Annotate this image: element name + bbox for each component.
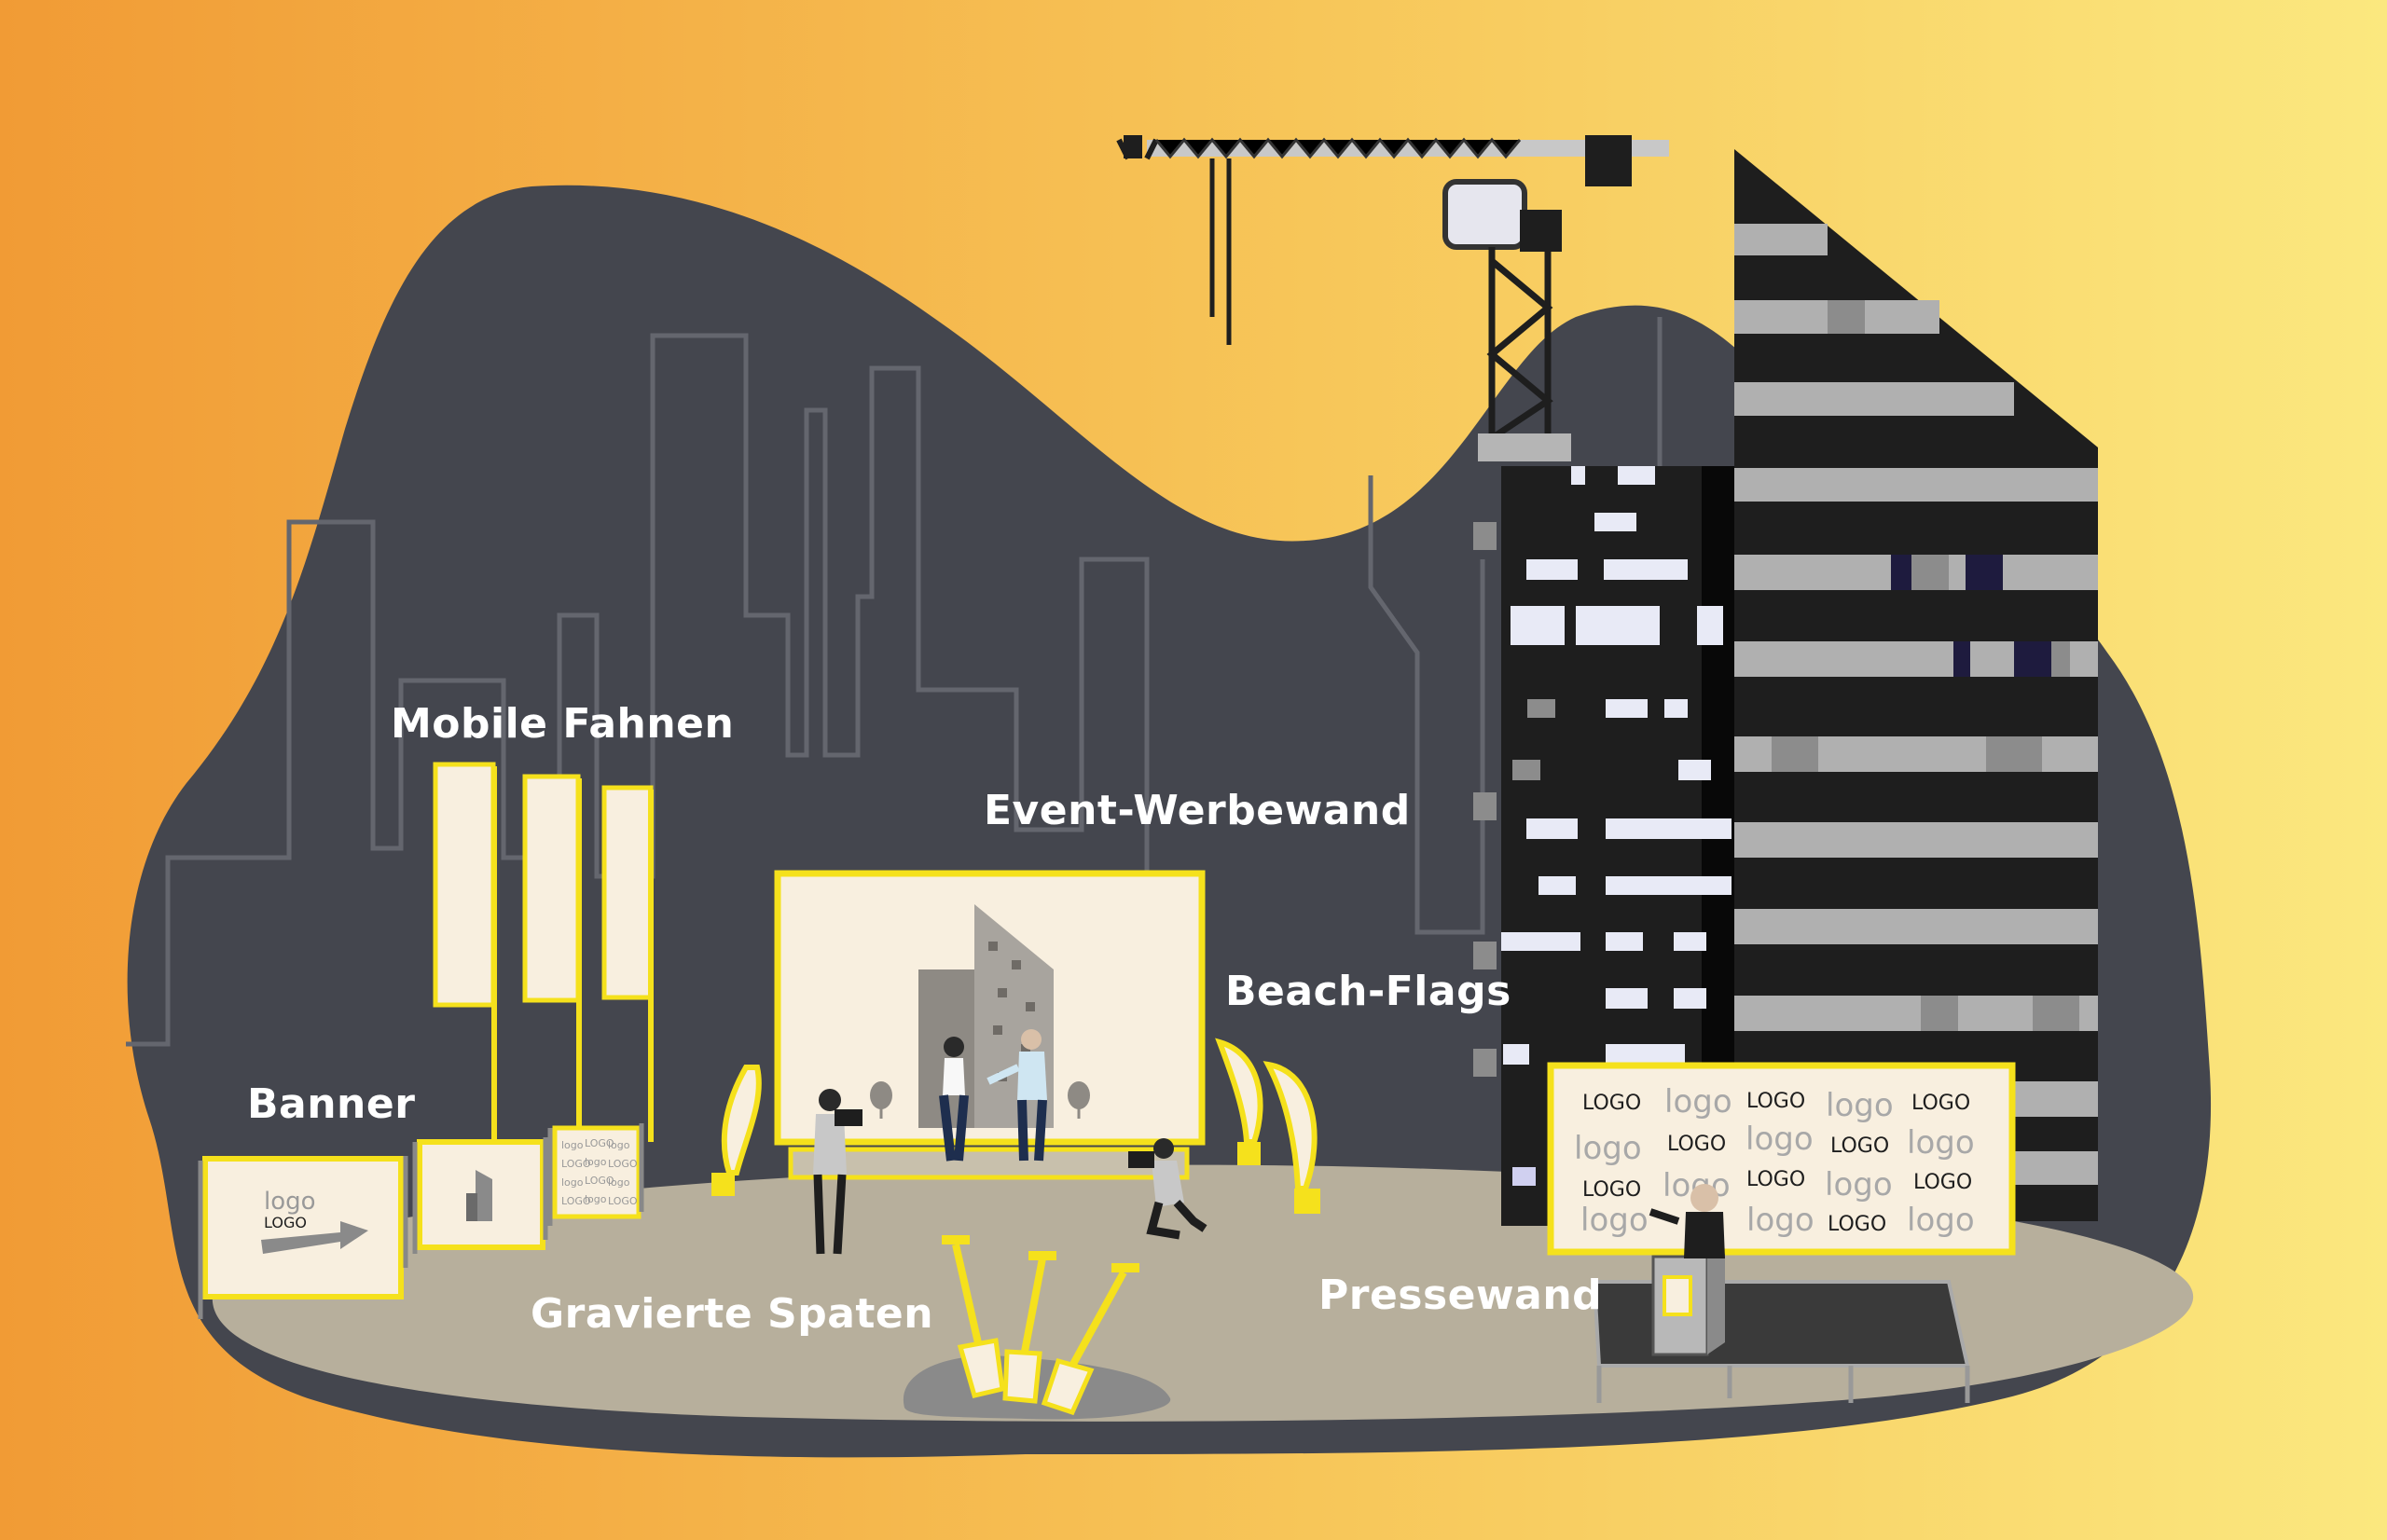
press-logo-text: LOGO	[1911, 1092, 1970, 1115]
banner-logo-text: logo	[608, 1139, 630, 1151]
press-logo-text: LOGO	[1667, 1133, 1726, 1156]
banner-logo-text: logo	[561, 1139, 584, 1151]
press-logo-text: LOGO	[1746, 1168, 1805, 1191]
crane	[1116, 135, 1669, 461]
press-logo-text: logo	[1746, 1202, 1814, 1239]
press-logo-text: logo	[1580, 1202, 1649, 1239]
pressewand-board: logo logo logo logo logo logo logo logo …	[1547, 1062, 2016, 1256]
banner-logo-text: logo	[264, 1188, 316, 1216]
press-stage	[1592, 1184, 1970, 1403]
banner-fences: logo LOGO logo LOGO logo LOGO logo LOGO …	[198, 1123, 644, 1319]
banner-logo-text: LOGO	[264, 1214, 307, 1231]
press-logo-text: logo	[1664, 1083, 1732, 1121]
label-pressewand: Pressewand	[1318, 1272, 1603, 1319]
banner-logo-text: LOGO	[561, 1158, 591, 1170]
banner-logo-text: logo	[585, 1156, 607, 1168]
event-werbewand-board	[774, 870, 1206, 1180]
camera-operators	[813, 1089, 1207, 1255]
mobile-flags	[433, 762, 654, 1142]
engraved-spades	[903, 1235, 1171, 1420]
press-logo-text: logo	[1825, 1166, 1893, 1203]
press-logo-text: LOGO	[1746, 1090, 1805, 1113]
label-gravierte-spaten: Gravierte Spaten	[531, 1290, 934, 1338]
banner-logo-text: logo	[585, 1193, 607, 1205]
label-mobile-fahnen: Mobile Fahnen	[391, 700, 735, 748]
press-logo-text: LOGO	[1582, 1092, 1641, 1115]
banner-logo-text: LOGO	[585, 1175, 614, 1187]
press-logo-text: LOGO	[1828, 1213, 1886, 1236]
label-event-werbewand: Event-Werbewand	[984, 787, 1411, 834]
banner-logo-text: LOGO	[608, 1195, 638, 1207]
press-logo-text: LOGO	[1582, 1178, 1641, 1202]
banner-logo-text: LOGO	[608, 1158, 638, 1170]
striped-tower	[1734, 149, 2098, 1221]
press-logo-text: logo	[1907, 1202, 1975, 1239]
label-banner: Banner	[247, 1080, 416, 1128]
beach-flags	[711, 1038, 1320, 1214]
banner-logo-text: logo	[608, 1176, 630, 1189]
press-logo-text: logo	[1907, 1124, 1975, 1162]
press-logo-text: logo	[1574, 1130, 1642, 1167]
banner-logo-text: LOGO	[561, 1195, 591, 1207]
banner-logo-text: logo	[561, 1176, 584, 1189]
press-logo-text: logo	[1826, 1087, 1894, 1124]
banner-logo-text: LOGO	[585, 1137, 614, 1149]
press-logo-text: logo	[1745, 1121, 1814, 1158]
press-logo-text: LOGO	[1913, 1171, 1972, 1194]
press-logo-text: LOGO	[1830, 1134, 1889, 1158]
label-beach-flags: Beach-Flags	[1225, 968, 1511, 1015]
